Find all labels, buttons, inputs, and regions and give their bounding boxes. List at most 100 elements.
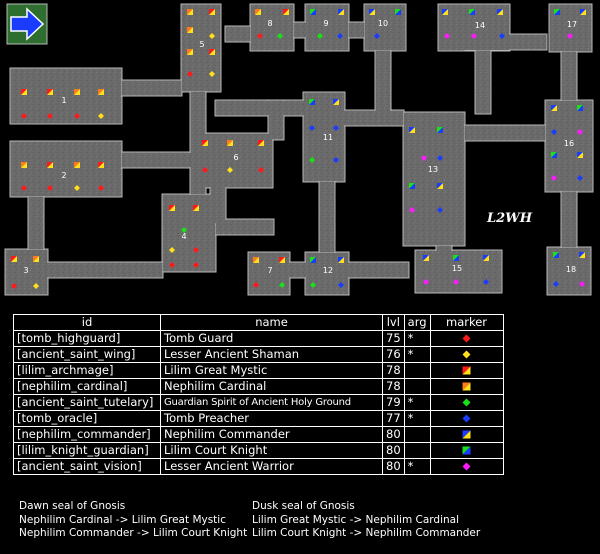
cell-marker (429, 346, 504, 363)
map-marker-magenta-diamond (423, 279, 429, 285)
map-marker-orange-yellow-triangle (187, 49, 193, 55)
map-marker-red-diamond (257, 33, 263, 39)
map-marker-blue-yellow-triangle (579, 252, 585, 258)
cell-lvl: 79 (382, 394, 405, 411)
stone-fill (465, 126, 545, 140)
watermark: L2WH (486, 211, 533, 226)
stone-fill (466, 35, 546, 49)
cell-name: Tomb Guard (160, 330, 383, 347)
map-marker-orange-yellow-triangle (33, 256, 39, 262)
map-marker-red-yellow-triangle (169, 205, 175, 211)
cell-id: [tomb_oracle] (13, 410, 161, 427)
cell-arg: * (403, 458, 431, 475)
map-marker-red-diamond (258, 167, 264, 173)
map-marker-red-yellow-triangle (202, 140, 208, 146)
map-marker-blue-yellow-triangle (442, 9, 448, 15)
cell-arg: * (403, 394, 431, 411)
map-marker-blue-diamond (333, 125, 339, 131)
map-marker-green-diamond (310, 282, 316, 288)
entrance-arrow[interactable] (6, 3, 48, 45)
map-marker-orange-yellow-triangle (21, 162, 27, 168)
map-marker-magenta-diamond (577, 129, 583, 135)
room-label-14: 14 (475, 21, 485, 30)
cell-marker (429, 458, 504, 475)
map-marker-blue-diamond (374, 33, 380, 39)
column-header-marker: marker (429, 314, 504, 331)
cell-arg: * (403, 346, 431, 363)
cell-marker (429, 362, 504, 379)
stone-fill (476, 51, 490, 113)
map-marker-green-blue-triangle (553, 252, 559, 258)
map-marker-yellow-diamond (209, 71, 215, 77)
red-yellow-triangle-icon (462, 366, 471, 375)
stone-fill (337, 111, 403, 125)
map-marker-red-diamond (193, 262, 199, 268)
green-diamond-icon (462, 398, 471, 407)
stone-fill (11, 69, 121, 123)
map-marker-magenta-diamond (421, 155, 427, 161)
map-marker-red-diamond (169, 262, 175, 268)
map-marker-blue-yellow-triangle (369, 9, 375, 15)
room-label-5: 5 (199, 40, 204, 49)
map-marker-orange-yellow-triangle (74, 89, 80, 95)
room-label-8: 8 (267, 19, 272, 28)
map-marker-red-yellow-triangle (209, 9, 215, 15)
arrow-right-icon (10, 7, 45, 41)
map-marker-yellow-diamond (209, 33, 215, 39)
map-marker-blue-yellow-triangle (497, 9, 503, 15)
cell-lvl: 80 (382, 458, 405, 475)
map-marker-blue-diamond (337, 33, 343, 39)
map-marker-green-blue-triangle (469, 9, 475, 15)
map-marker-blue-yellow-triangle (333, 99, 339, 105)
map-marker-green-blue-triangle (577, 105, 583, 111)
dawn-seal-notes: Dawn seal of Gnosis Nephilim Cardinal ->… (19, 500, 247, 541)
map-marker-red-yellow-triangle (283, 9, 289, 15)
cell-marker (429, 394, 504, 411)
stone-fill (216, 101, 309, 115)
map-marker-green-blue-triangle (551, 152, 557, 158)
cell-id: [lilim_archmage] (13, 362, 161, 379)
stone-fill (562, 192, 576, 247)
stone-fill (122, 153, 194, 167)
room-label-12: 12 (323, 266, 333, 275)
map-marker-yellow-diamond (98, 113, 104, 119)
map-marker-red-diamond (253, 282, 259, 288)
magenta-diamond-icon (462, 462, 471, 471)
cell-marker (429, 410, 504, 427)
cell-id: [lilim_knight_guardian] (13, 442, 161, 459)
column-header-name: name (160, 314, 383, 331)
map-marker-magenta-diamond (453, 279, 459, 285)
stone-fill (29, 197, 43, 249)
table-row: [ancient_saint_vision]Lesser Ancient War… (13, 458, 504, 475)
map-marker-green-diamond (277, 33, 283, 39)
dusk-seal-line: Lilim Court Knight -> Nephilim Commander (252, 527, 481, 539)
stone-fill (294, 23, 306, 37)
stone-fill (211, 161, 225, 223)
dawn-seal-line: Nephilim Commander -> Lilim Court Knight (19, 527, 248, 539)
cell-marker (429, 330, 504, 347)
cell-marker (429, 442, 504, 459)
map-marker-blue-yellow-triangle (409, 127, 415, 133)
map-marker-magenta-diamond (551, 175, 557, 181)
cell-id: [nephilim_commander] (13, 426, 161, 443)
stone-fill (45, 263, 162, 277)
map-marker-orange-yellow-triangle (98, 89, 104, 95)
map-marker-red-yellow-triangle (21, 89, 27, 95)
room-label-10: 10 (378, 19, 388, 28)
cell-name: Lilim Great Mystic (160, 362, 383, 379)
map-marker-red-diamond (193, 247, 199, 253)
map-marker-red-diamond (187, 71, 193, 77)
stone-fill (562, 52, 576, 100)
cell-lvl: 75 (382, 330, 405, 347)
map-marker-magenta-diamond (579, 281, 585, 287)
blue-yellow-triangle-icon (462, 430, 471, 439)
map-marker-orange-yellow-triangle (187, 9, 193, 15)
cell-arg (403, 378, 431, 395)
map-marker-orange-yellow-triangle (255, 9, 261, 15)
cell-name: Nephilim Commander (160, 426, 383, 443)
map-marker-green-blue-triangle (310, 9, 316, 15)
yellow-diamond-icon (462, 350, 471, 359)
cell-lvl: 76 (382, 346, 405, 363)
map-marker-red-yellow-triangle (47, 89, 53, 95)
